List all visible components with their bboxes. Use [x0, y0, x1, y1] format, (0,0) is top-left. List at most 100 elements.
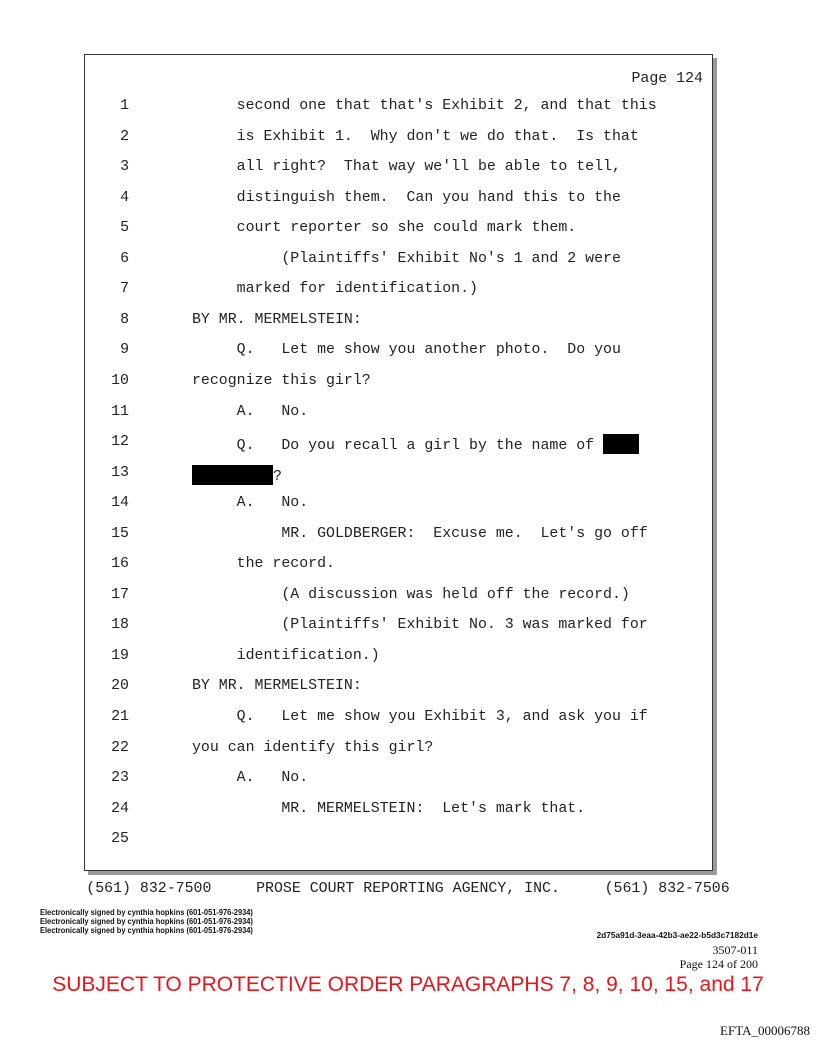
line-number: 7	[120, 281, 129, 298]
line-text-content: second one that that's Exhibit 2, and th…	[192, 98, 657, 114]
line-number: 15	[111, 525, 129, 542]
line-text: distinguish them. Can you hand this to t…	[192, 190, 621, 206]
line-text-content: all right? That way we'll be able to tel…	[192, 159, 621, 176]
signature-line: Electronically signed by cynthia hopkins…	[40, 916, 253, 926]
transcript-line: 3 all right? That way we'll be able to t…	[99, 159, 699, 179]
line-text: Q. Do you recall a girl by the name of	[192, 434, 640, 455]
transcript-line: 1 second one that that's Exhibit 2, and …	[99, 98, 699, 118]
line-text: BY MR. MERMELSTEIN:	[192, 678, 362, 694]
transcript-line: 19 identification.)	[99, 648, 699, 668]
transcript-line: 16 the record.	[99, 556, 699, 576]
document-hash: 2d75a91d-3eaa-42b3-ae22-b5d3c7182d1e	[596, 930, 758, 940]
line-text-content: (Plaintiffs' Exhibit No. 3 was marked fo…	[192, 617, 648, 634]
protective-order-notice: SUBJECT TO PROTECTIVE ORDER PARAGRAPHS 7…	[52, 973, 764, 996]
line-text-content: A. No.	[192, 403, 309, 420]
line-text-content: the record.	[192, 556, 335, 573]
line-text: MR. MERMELSTEIN: Let's mark that.	[192, 801, 585, 817]
transcript-line: 15 MR. GOLDBERGER: Excuse me. Let's go o…	[99, 526, 699, 546]
line-number: 23	[111, 770, 129, 787]
line-number: 22	[111, 739, 129, 756]
line-number: 17	[111, 586, 129, 603]
document-reference: 3507-011 Page 124 of 200	[680, 943, 758, 971]
page-of: Page 124 of 200	[679, 957, 758, 971]
line-text: court reporter so she could mark them.	[192, 220, 577, 237]
line-number: 25	[111, 831, 129, 848]
page-number-header: Page 124	[631, 71, 704, 87]
transcript-line: 13?	[99, 464, 699, 485]
redaction-box	[192, 464, 273, 485]
transcript-line: 2 is Exhibit 1. Why don't we do that. Is…	[99, 129, 699, 149]
line-number: 24	[111, 800, 129, 817]
line-number: 5	[120, 220, 129, 237]
line-text-content: identification.)	[192, 647, 380, 664]
line-text-content: Q. Let me show you another photo. Do you	[192, 342, 621, 359]
line-number: 12	[111, 434, 129, 451]
redaction-box	[603, 434, 640, 455]
line-number: 3	[120, 159, 129, 176]
line-text: (A discussion was held off the record.)	[192, 587, 630, 603]
line-text: A. No.	[192, 403, 309, 420]
line-text-content: court reporter so she could mark them.	[192, 220, 577, 237]
line-text: A. No.	[192, 770, 309, 787]
line-text: Q. Let me show you Exhibit 3, and ask yo…	[192, 709, 648, 725]
line-number: 19	[111, 647, 129, 664]
line-number: 14	[111, 495, 129, 512]
transcript-line: 11 A. No.	[99, 404, 699, 424]
transcript-line: 24 MR. MERMELSTEIN: Let's mark that.	[99, 801, 699, 821]
transcript-line: 22 you can identify this girl?	[99, 740, 699, 760]
line-text-content: A. No.	[192, 770, 309, 787]
line-text-content: distinguish them. Can you hand this to t…	[192, 189, 621, 206]
line-text: identification.)	[192, 648, 380, 664]
line-text: (Plaintiffs' Exhibit No. 3 was marked fo…	[192, 617, 648, 634]
footer-agency: (561) 832-7500 PROSE COURT REPORTING AGE…	[86, 881, 730, 897]
transcript-line: 5 court reporter so she could mark them.	[99, 220, 699, 240]
line-number: 16	[111, 556, 129, 573]
line-number: 9	[120, 342, 129, 359]
transcript-line: 6 (Plaintiffs' Exhibit No's 1 and 2 were	[99, 251, 699, 271]
transcript-line: 9 Q. Let me show you another photo. Do y…	[99, 342, 699, 362]
line-text: MR. GOLDBERGER: Excuse me. Let's go off	[192, 525, 648, 542]
signature-block: Electronically signed by cynthia hopkins…	[40, 908, 253, 935]
line-text-content: you can identify this girl?	[192, 739, 434, 756]
line-text-content: MR. MERMELSTEIN: Let's mark that.	[192, 800, 586, 817]
line-text-content: Q. Do you recall a girl by the name of	[192, 438, 604, 455]
transcript-line: 21 Q. Let me show you Exhibit 3, and ask…	[99, 709, 699, 729]
line-text: is Exhibit 1. Why don't we do that. Is t…	[192, 129, 639, 145]
line-text-content: recognize this girl?	[192, 372, 371, 389]
line-text: A. No.	[192, 495, 309, 512]
line-text-content: is Exhibit 1. Why don't we do that. Is t…	[192, 128, 639, 145]
line-text: the record.	[192, 556, 335, 572]
line-number: 18	[111, 617, 129, 634]
signature-line: Electronically signed by cynthia hopkins…	[40, 907, 253, 917]
line-text-content: MR. GOLDBERGER: Excuse me. Let's go off	[192, 525, 648, 542]
signature-line: Electronically signed by cynthia hopkins…	[40, 925, 253, 935]
line-number: 2	[120, 128, 129, 145]
bates-number: EFTA_00006788	[720, 1023, 810, 1038]
line-text-content: BY MR. MERMELSTEIN:	[192, 311, 362, 328]
line-text: second one that that's Exhibit 2, and th…	[192, 98, 657, 114]
transcript-line: 20 BY MR. MERMELSTEIN:	[99, 678, 699, 698]
line-text-content: (Plaintiffs' Exhibit No's 1 and 2 were	[192, 250, 621, 267]
line-text: Q. Let me show you another photo. Do you	[192, 342, 621, 358]
line-number: 20	[111, 678, 129, 695]
line-text: all right? That way we'll be able to tel…	[192, 159, 621, 175]
line-number: 21	[111, 709, 129, 725]
line-text: (Plaintiffs' Exhibit No's 1 and 2 were	[192, 251, 621, 267]
line-text: ?	[192, 464, 282, 485]
doc-ref: 3507-011	[712, 943, 758, 957]
transcript-line: 12 Q. Do you recall a girl by the name o…	[99, 434, 699, 455]
line-text-content: BY MR. MERMELSTEIN:	[192, 678, 362, 695]
line-number: 6	[120, 250, 129, 267]
line-text-content: marked for identification.)	[192, 281, 478, 298]
line-text-content: A. No.	[192, 495, 309, 512]
transcript-line: 17 (A discussion was held off the record…	[99, 587, 699, 607]
line-text: BY MR. MERMELSTEIN:	[192, 312, 362, 328]
line-number: 11	[111, 403, 129, 420]
line-number: 13	[111, 464, 129, 481]
line-number: 1	[120, 98, 129, 114]
line-number: 4	[120, 189, 129, 206]
transcript-line: 23 A. No.	[99, 770, 699, 790]
line-text-content: Q. Let me show you Exhibit 3, and ask yo…	[192, 709, 648, 725]
